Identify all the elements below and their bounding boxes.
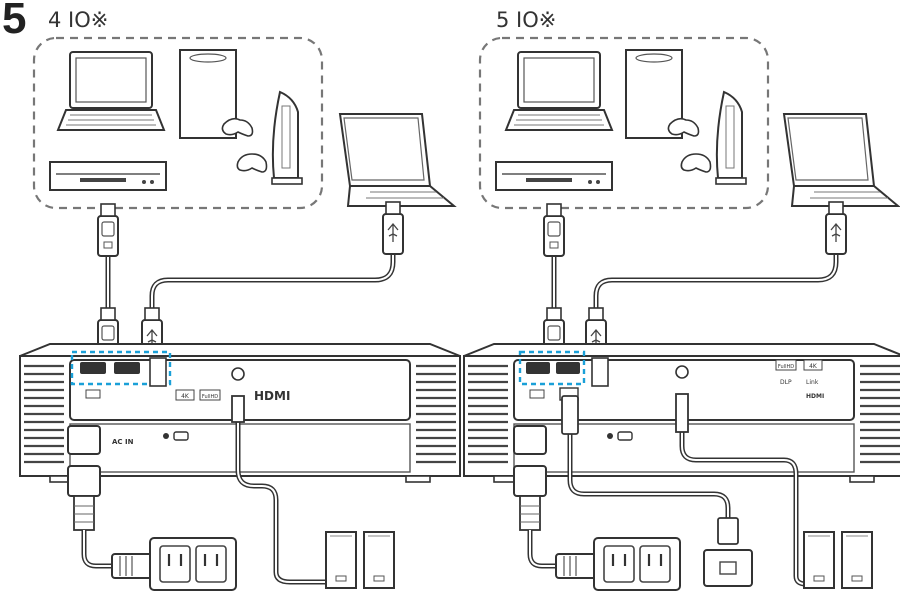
- ac-in-label: AC IN: [112, 438, 134, 446]
- hdmi-plug-icon: [97, 203, 119, 257]
- usb-plug-icon: [825, 201, 847, 255]
- hdmi-ports-highlight: [70, 350, 172, 386]
- game-console-tower-icon: [236, 91, 303, 185]
- source-group-outline: [32, 36, 324, 210]
- laptop-usb-icon: [783, 113, 899, 207]
- speaker-icon: [325, 531, 357, 589]
- right-panel: FullHD 4K DLP Link HDMI: [462, 36, 900, 592]
- badge-4k: 4K: [181, 393, 190, 400]
- badge-link: Link: [806, 379, 819, 386]
- hdmi-logo-text: HDMI: [254, 389, 290, 403]
- bluray-player-icon: [49, 161, 167, 191]
- badge-4k: 4K: [809, 363, 818, 370]
- step-number: 5: [2, 0, 27, 43]
- speaker-icon: [841, 531, 873, 589]
- power-connector-icon: [67, 465, 101, 531]
- panel-right-caption: 5 IO※: [496, 8, 557, 32]
- left-panel: 4K FullHD HDMI AC IN: [18, 36, 462, 592]
- usb-plug-icon: [382, 201, 404, 255]
- speaker-icon: [803, 531, 835, 589]
- badge-fullhd: FullHD: [778, 364, 794, 370]
- wall-outlet-icon: [592, 536, 682, 592]
- laptop-icon: [57, 51, 165, 131]
- ethernet-plug-icon: [561, 395, 579, 435]
- game-console-icon: [625, 49, 700, 139]
- hdmi-plug-icon: [543, 203, 565, 257]
- ethernet-plug-icon: [717, 517, 739, 545]
- panel-left-caption: 4 IO※: [48, 8, 109, 32]
- badge-dlp: DLP: [780, 379, 792, 386]
- wall-outlet-icon: [148, 536, 238, 592]
- laptop-usb-icon: [339, 113, 455, 207]
- badge-fullhd: FullHD: [202, 394, 218, 400]
- bluray-player-icon: [495, 161, 613, 191]
- speaker-icon: [363, 531, 395, 589]
- game-console-icon: [179, 49, 254, 139]
- source-group-outline: [478, 36, 770, 210]
- laptop-icon: [505, 51, 613, 131]
- power-connector-icon: [513, 465, 547, 531]
- hdmi-ports-highlight: [518, 350, 586, 386]
- hdmi-logo-text: HDMI: [806, 393, 824, 400]
- game-console-tower-icon: [680, 91, 747, 185]
